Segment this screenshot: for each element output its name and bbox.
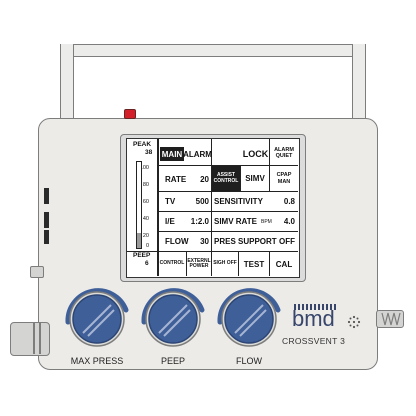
test-button[interactable]: TEST [243,259,265,269]
row-line [157,251,298,252]
gauge-peep-value: 6 [145,260,149,267]
gauge-tick: 40 [142,216,149,222]
column-line [186,252,187,276]
side-port-small[interactable] [30,266,44,278]
gauge-tick: 100 [139,165,149,171]
side-connector-tab-3 [44,230,49,244]
ie-value[interactable]: 1:2.0 [190,217,209,226]
pressure-gauge-fill [137,232,141,248]
brand-logo: bmd [290,304,340,332]
handle-post-right [352,44,366,120]
tab-main[interactable]: MAIN [160,147,184,161]
tv-label: TV [165,197,176,206]
side-connector-tab-1 [44,188,49,204]
tab-alarm[interactable]: ALARM [183,149,212,159]
handle-post-left [60,44,74,120]
sensitivity-value[interactable]: 0.8 [283,197,295,206]
gauge-peak-value: 38 [145,149,153,156]
column-line [238,252,239,276]
column-line [269,139,270,165]
gas-inlet-ridge [33,323,35,354]
gauge-separator [157,139,159,276]
gauge-peep-label: PEEP [133,252,151,259]
patient-outlet-port[interactable] [376,310,404,328]
side-connector-tab-2 [44,212,49,228]
model-name: CROSSVENT 3 [282,336,346,346]
row-line [157,191,298,192]
rate-value[interactable]: 20 [200,174,209,184]
row-line [157,211,298,212]
gauge-tick: 60 [142,199,149,205]
simv-rate-unit: BPM [261,218,272,225]
column-line [211,139,212,276]
max-press-knob[interactable] [62,282,132,352]
power-indicator-light [124,109,136,119]
flow-label: FLOW [165,237,189,246]
ie-label: I/E [165,217,175,226]
column-line [240,166,241,191]
brand-logo-text: bmd [292,306,335,331]
lock-button[interactable]: LOCK [242,149,269,159]
column-line [269,166,270,191]
peep-knob[interactable] [138,282,208,352]
tv-value[interactable]: 500 [195,197,209,206]
cal-button[interactable]: CAL [275,259,293,269]
control-button[interactable]: CONTROL [159,260,185,267]
peep-knob-label: PEEP [160,356,185,366]
gas-inlet-ridge [39,323,41,354]
outlet-thread-icon [381,312,401,326]
pres-support-label: PRES SUPPORT [214,237,277,246]
sigh-off-button[interactable]: SIGH OFF [213,260,237,267]
rate-label: RATE [165,174,187,184]
knob-dial-icon [141,288,205,347]
assist-control-mode-button[interactable]: ASSIST CONTROL [212,166,240,191]
speaker-grille-icon [347,315,361,329]
alarm-quiet-button[interactable]: ALARM QUIET [274,146,294,159]
pressure-gauge-track [136,161,142,249]
sensitivity-label: SENSITIVITY [214,197,263,206]
gauge-divider [127,251,157,252]
simv-rate-value[interactable]: 4.0 [283,217,295,226]
flow-knob[interactable] [214,282,284,352]
gauge-tick: 20 [142,233,149,239]
touch-screen: PEAK 38 100 80 60 40 20 0 PEEP 6 MAIN AL… [126,138,300,278]
knob-dial-icon [217,288,281,347]
gauge-peak-label: PEAK [133,141,152,148]
pres-support-value[interactable]: OFF [279,237,295,246]
max-press-label: MAX PRESS [70,356,124,366]
row-line [157,231,298,232]
gauge-tick: 0 [145,243,149,249]
flow-knob-label: FLOW [236,356,262,366]
simv-rate-label: SIMV RATE [214,217,257,226]
knob-dial-icon [65,288,129,347]
gas-inlet-port[interactable] [10,322,50,356]
simv-mode-button[interactable]: SIMV [245,174,265,183]
brand-logo-bar [294,304,336,310]
handle-opening [72,56,354,118]
row-line [157,165,298,166]
gauge-tick: 80 [142,182,149,188]
cpap-man-mode-button[interactable]: CPAP MAN [276,172,292,185]
column-line [269,252,270,276]
external-power-indicator: EXTERNL POWER [187,257,211,269]
flow-value[interactable]: 30 [200,237,209,246]
